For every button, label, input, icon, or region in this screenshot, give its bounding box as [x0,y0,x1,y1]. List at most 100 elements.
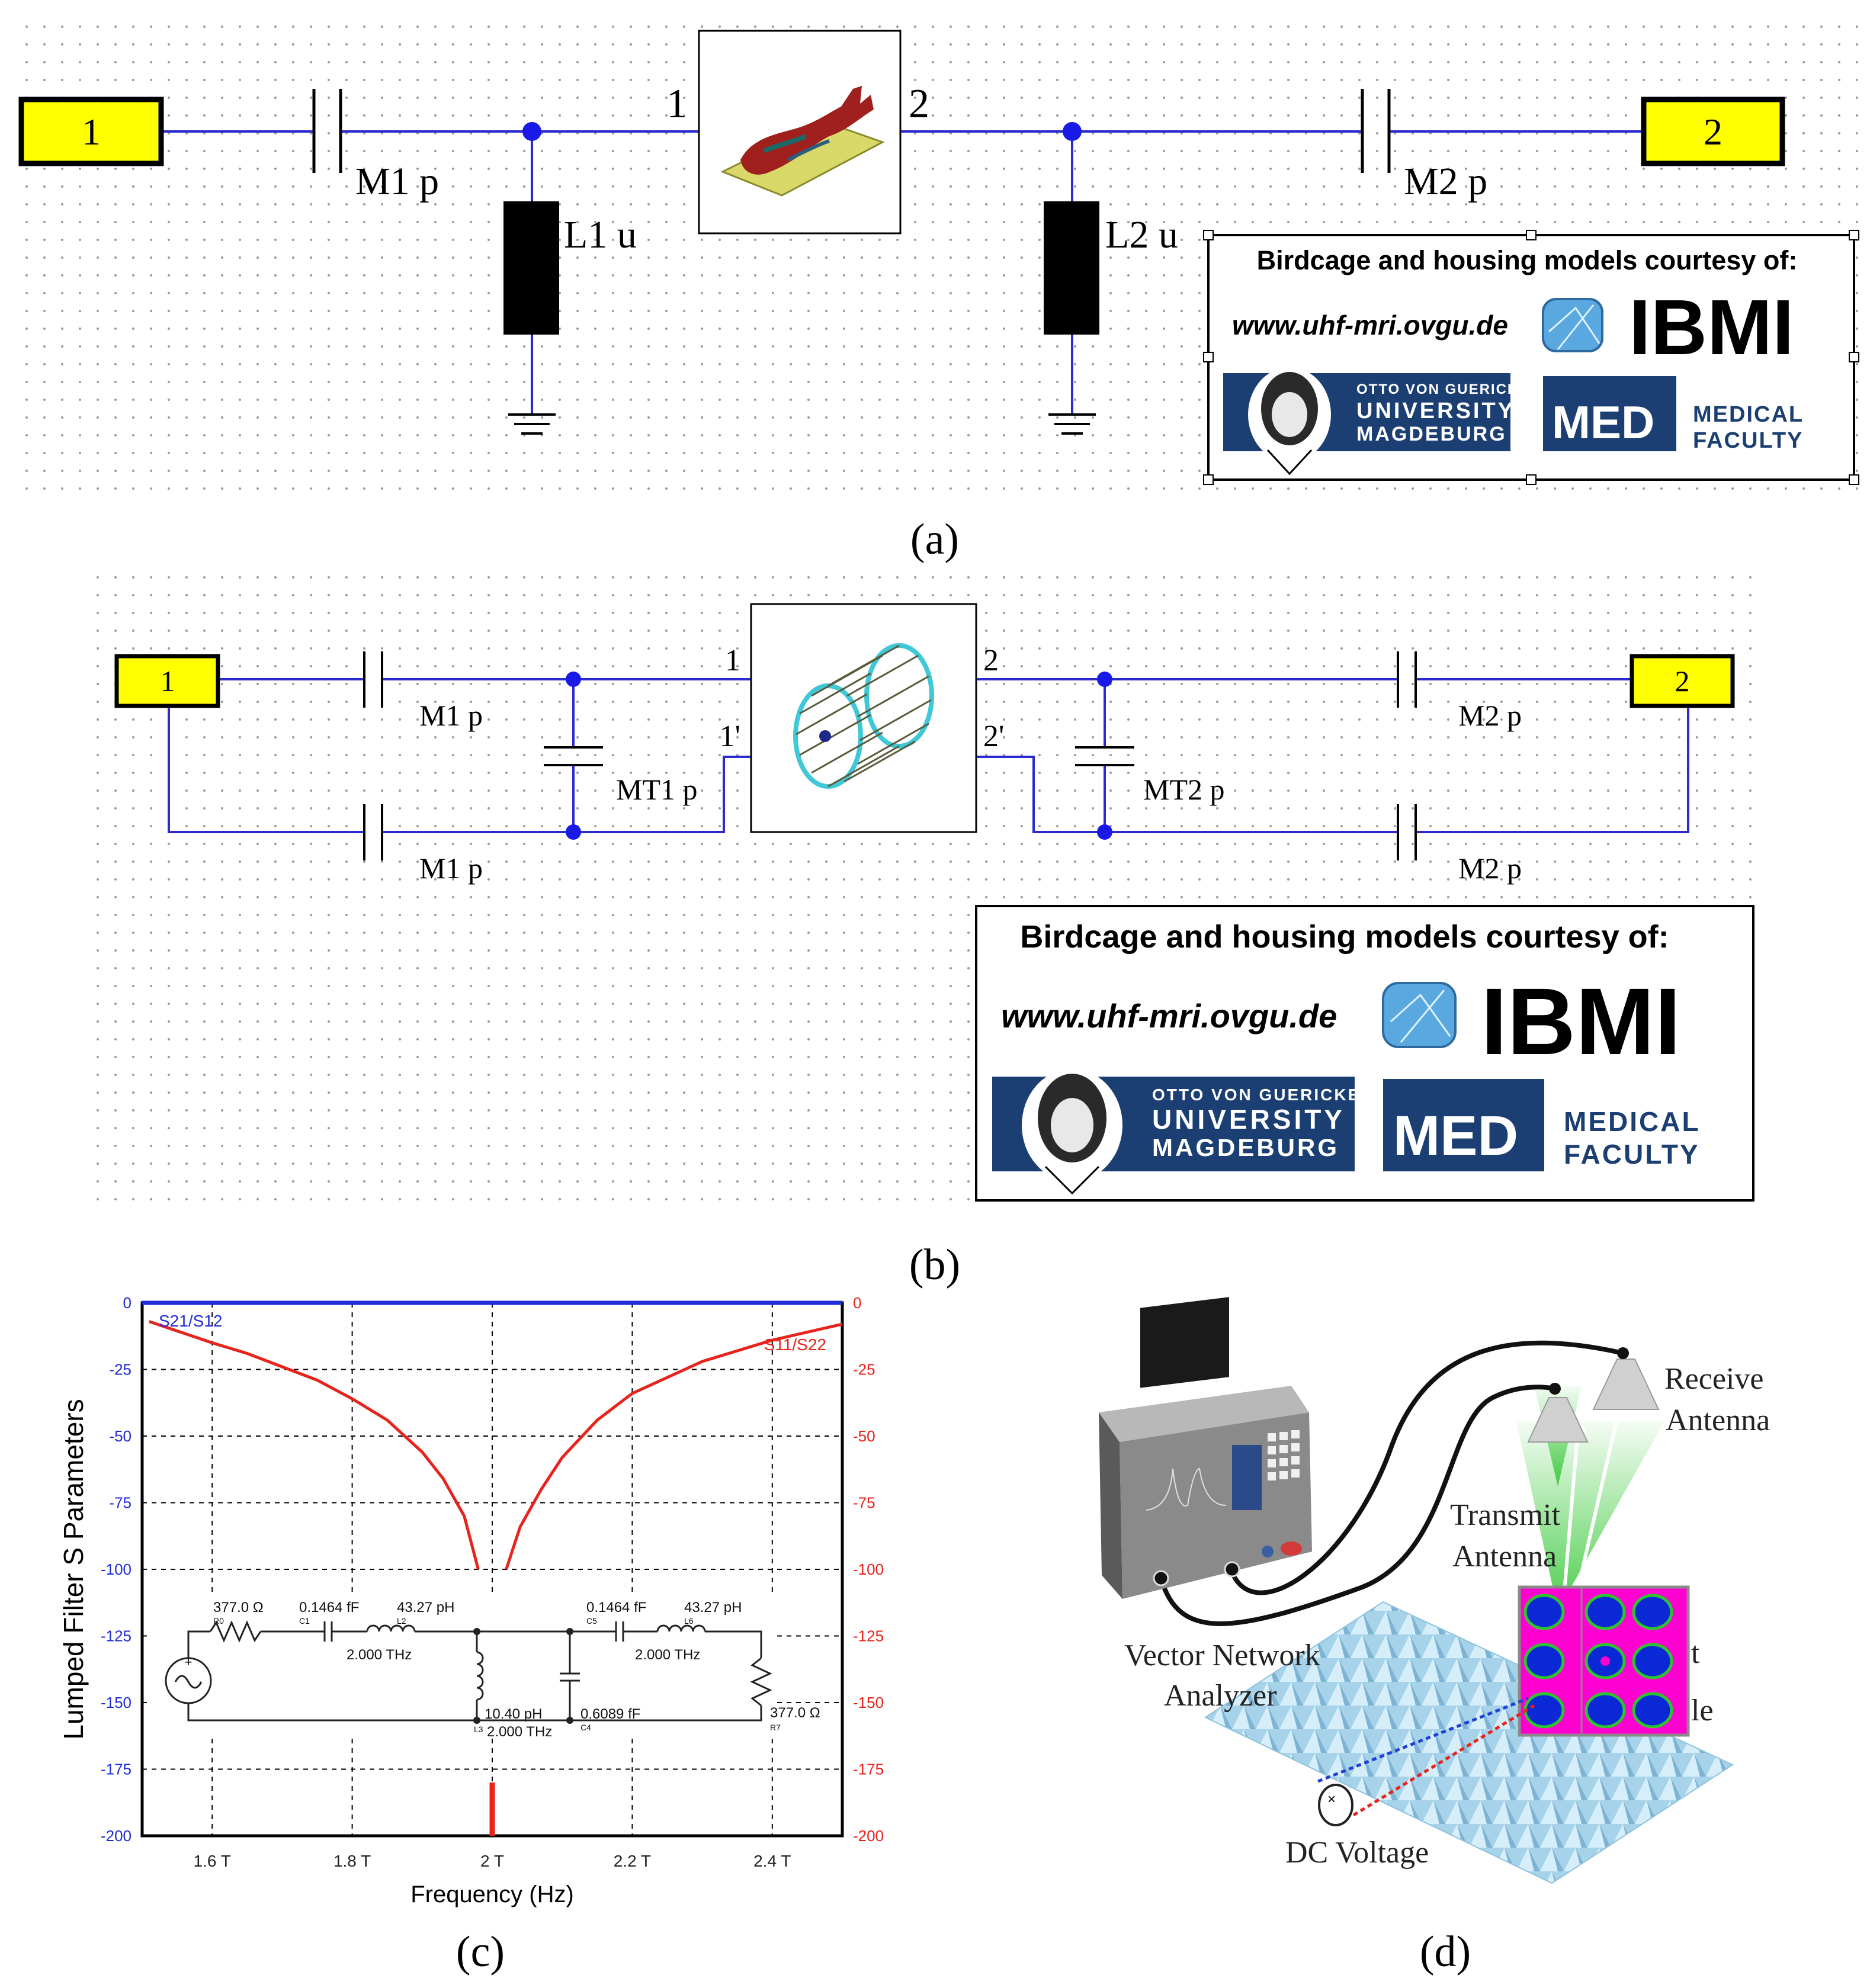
inset-l6-value: 43.27 pH [684,1600,742,1616]
inset-c1-ref: C1 [299,1616,310,1626]
transmit-label-1: Transmit [1450,1498,1560,1532]
wires [168,678,1689,833]
inset-c4-ref: C4 [580,1723,591,1732]
port-1-label: 1 [161,664,175,698]
capacitor-m1-label: M1 p [355,160,439,203]
metasurface-cell [1632,1594,1673,1630]
panel-a: 1 2 M1 p M2 p L1 u L2 u [18,24,1860,564]
caption-b: (b) [909,1241,960,1289]
inductor-l2[interactable] [1044,201,1099,335]
dc-voltage-source-icon[interactable] [1318,1784,1353,1826]
y-tick-label-left: -125 [101,1627,131,1645]
y-tick-label-left: -75 [109,1494,131,1512]
y-tick-label-left: -175 [101,1761,131,1778]
inset-r0-value: 377.0 Ω [213,1600,264,1616]
capacitor-mt1-label: MT1 p [616,773,698,806]
transmit-label-2: Antenna [1452,1540,1557,1573]
inductor-l1-label: L1 u [564,213,637,256]
x-tick-label: 2.4 T [753,1852,791,1870]
logo-faculty-text: FACULTY [1693,428,1803,453]
capacitor-mt2[interactable] [1075,746,1134,766]
inset-f3-value: 2.000 THz [487,1724,552,1740]
x-axis-title: Frequency (Hz) [410,1881,574,1907]
inset-background [151,1592,773,1734]
port-1[interactable] [114,654,220,708]
y-tick-label-right: -25 [853,1361,875,1379]
x-tick-label: 2 T [480,1852,504,1870]
capacitor-m1-bottom[interactable] [363,804,383,860]
junction-node [522,122,541,141]
dc-voltage-label: DC Voltage [1285,1836,1429,1870]
inductor-l1[interactable] [503,201,559,335]
logo-url-text: www.uhf-mri.ovgu.de [1232,310,1508,341]
logo-medical-text: MEDICAL [1564,1106,1701,1137]
junction-node [566,672,581,687]
capacitor-m2-bottom-label: M2 p [1458,852,1522,885]
y-tick-label-left: -200 [101,1827,131,1845]
y-tick-label-left: -25 [109,1361,131,1379]
logo-med-text: MED [1552,396,1654,448]
logo-url-text: www.uhf-mri.ovgu.de [1001,997,1337,1035]
port-1[interactable] [18,97,164,166]
inset-f1-value: 2.000 THz [347,1647,412,1663]
wires [161,130,1644,415]
inset-l2-value: 43.27 pH [397,1600,454,1616]
ibmi-emblem-icon [1542,298,1603,352]
metasurface-cell [1632,1643,1673,1679]
receive-cable [1230,1340,1624,1595]
dc-wire-red [1352,1704,1535,1817]
svg-text:+: + [185,1655,193,1669]
x-tick-label: 2.2 T [614,1852,651,1870]
partial-label-t: t [1691,1636,1700,1670]
inset-l6-ref: L6 [684,1616,694,1626]
dc-wire-blue [1317,1697,1529,1783]
ac-source-icon: + [165,1655,212,1704]
capacitor-m1-top-label: M1 p [419,699,483,732]
capacitor-mt1[interactable] [544,746,603,766]
receive-label-2: Antenna [1666,1404,1770,1437]
inset-l3-ref: L3 [474,1724,483,1734]
y-axis-left: 0-25-50-75-100-125-150-175-200 [101,1294,131,1845]
beam-arrow [1562,1421,1580,1600]
y-tick-label-right: -75 [853,1494,875,1512]
logo-medical-text: MEDICAL [1693,402,1804,427]
block-node-1-prime: 1' [720,720,740,753]
human-body-icon [720,86,885,197]
metasurface-array[interactable] [1518,1585,1690,1737]
metasurface-cell [1523,1594,1565,1630]
dc-source-symbol: × [1327,1791,1336,1807]
inset-f2-value: 2.000 THz [635,1647,700,1663]
y-tick-label-right: -200 [853,1827,884,1845]
port-2[interactable] [1630,654,1735,708]
port-2[interactable] [1641,97,1785,166]
ground-icon [508,413,556,435]
vector-network-analyzer-icon[interactable] [1099,1297,1312,1599]
logo-magdeburg-text: MAGDEBURG [1152,1133,1339,1161]
panel-b: 1 2 M1 p M1 p M2 p M2 p MT1 p MT2 p [89,571,1765,1289]
transmit-cable [1159,1385,1555,1626]
port-2-label: 2 [1675,664,1690,698]
vna-label-2: Analyzer [1164,1679,1277,1713]
capacitor-m2-bottom[interactable] [1397,804,1417,860]
logo-otto-text: OTTO VON GUERICKE [1152,1085,1361,1104]
capacitor-m1[interactable] [312,89,342,173]
panel-c: 0-25-50-75-100-125-150-175-200 0-25-50-7… [58,1294,884,1976]
inset-c5-value: 0.1464 fF [586,1600,646,1616]
receive-label-1: Receive [1664,1362,1763,1396]
y-tick-label-right: -175 [853,1761,884,1778]
courtesy-logo-b: Birdcage and housing models courtesy of:… [975,905,1754,1202]
panel-d: × Vector Network Analyzer Transmit Anten… [1099,1297,1770,1976]
inset-c5-ref: C5 [586,1616,597,1626]
capacitor-m2-top[interactable] [1397,651,1417,708]
guericke-portrait-icon [1022,1069,1122,1195]
series-label-s11: S11/S22 [764,1335,826,1354]
capacitor-m2-top-label: M2 p [1458,699,1522,732]
logo-faculty-text: FACULTY [1564,1139,1700,1170]
series-lines [142,1300,843,1836]
inductor-l2-label: L2 u [1105,213,1178,256]
capacitor-m1-top[interactable] [363,651,383,708]
capacitor-m2[interactable] [1361,89,1391,173]
inset-c1-value: 0.1464 fF [299,1600,359,1616]
ibmi-emblem-icon [1382,982,1457,1048]
y-tick-label-right: -50 [853,1427,875,1445]
